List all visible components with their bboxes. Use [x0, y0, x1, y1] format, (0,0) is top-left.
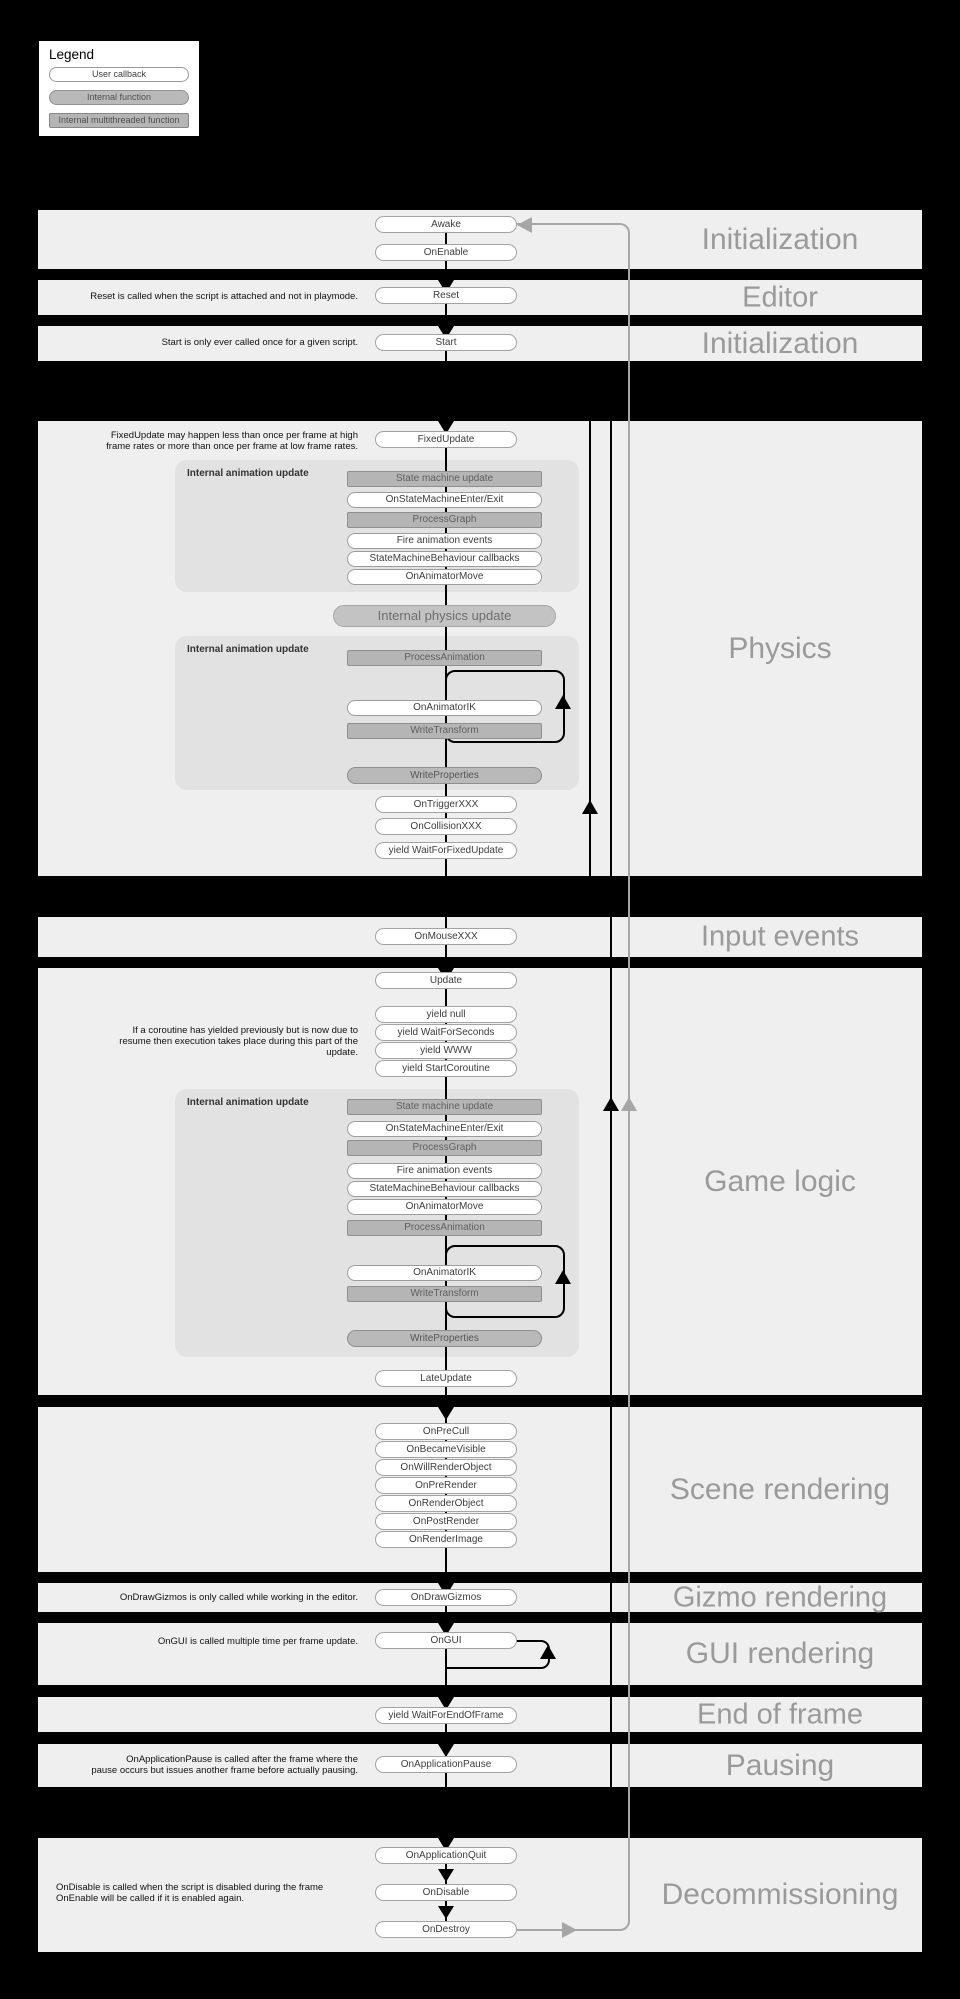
node-on-application-pause: OnApplicationPause — [375, 1756, 517, 1773]
fixedupdate-loop-line — [589, 421, 591, 876]
legend-title: Legend — [49, 47, 95, 62]
node-on-animator-ik: OnAnimatorIK — [347, 1265, 542, 1281]
frame-loop-up-arrow-icon — [603, 1097, 619, 1111]
node-on-state-machine-enter-exit: OnStateMachineEnter/Exit — [347, 1121, 542, 1137]
section-title: Pausing — [725, 1748, 835, 1782]
arrow-out-of-destroy-icon — [562, 1922, 577, 1938]
section-title: Editor — [742, 281, 818, 313]
section-title: Physics — [728, 631, 832, 665]
animator-ik-loop-gamelogic — [445, 1245, 565, 1318]
node-process-animation: ProcessAnimation — [347, 650, 542, 666]
node-state-machine-behaviour-callbacks: StateMachineBehaviour callbacks — [347, 551, 542, 567]
ongui-loop-up-arrow-icon — [540, 1645, 556, 1659]
reset-note: Reset is called when the script is attac… — [90, 291, 358, 302]
node-on-pre-render: OnPreRender — [375, 1477, 517, 1494]
section-title: GUI rendering — [685, 1637, 875, 1670]
node-on-animator-move: OnAnimatorMove — [347, 1199, 542, 1215]
node-yield-start-coroutine: yield StartCoroutine — [375, 1060, 517, 1077]
legend-internal-function: Internal function — [49, 90, 189, 105]
section-title: Input events — [701, 920, 859, 953]
section-title: Initialization — [701, 326, 859, 360]
node-on-post-render: OnPostRender — [375, 1513, 517, 1530]
node-on-trigger-xxx: OnTriggerXXX — [375, 796, 517, 813]
node-write-properties: WriteProperties — [347, 1330, 542, 1347]
node-on-destroy: OnDestroy — [375, 1921, 517, 1938]
down-arrow-icon — [438, 1697, 454, 1710]
start-note: Start is only ever called once for a giv… — [161, 337, 358, 348]
node-on-state-machine-enter-exit: OnStateMachineEnter/Exit — [347, 492, 542, 508]
section-title: Initialization — [701, 222, 859, 256]
node-state-machine-update: State machine update — [347, 1099, 542, 1115]
physics-loop-up-arrow-icon — [582, 800, 598, 814]
node-on-application-quit: OnApplicationQuit — [375, 1847, 517, 1864]
node-internal-physics-update: Internal physics update — [333, 605, 556, 627]
node-on-mouse-xxx: OnMouseXXX — [375, 928, 517, 945]
section-title: Gizmo rendering — [672, 1581, 888, 1613]
ik-loop-up-arrow-icon — [555, 1270, 571, 1284]
gizmos-note: OnDrawGizmos is only called while workin… — [119, 1592, 358, 1603]
fixed-update-note: FixedUpdate may happen less than once pe… — [106, 430, 358, 452]
section-title: Decommissioning — [661, 1878, 899, 1911]
group-label: Internal animation update — [187, 644, 309, 655]
node-yield-wait-for-end-of-frame: yield WaitForEndOfFrame — [375, 1707, 517, 1724]
flow-line — [445, 1623, 447, 1685]
node-on-became-visible: OnBecameVisible — [375, 1441, 517, 1458]
node-on-disable: OnDisable — [375, 1884, 517, 1901]
node-on-animator-move: OnAnimatorMove — [347, 569, 542, 585]
down-arrow-icon — [438, 1407, 454, 1420]
node-process-graph: ProcessGraph — [347, 1140, 542, 1156]
node-write-transform: WriteTransform — [347, 1286, 542, 1302]
section-editor: Editor — [38, 280, 922, 315]
legend-internal-multithreaded-function: Internal multithreaded function — [49, 113, 189, 128]
flow-line — [445, 421, 447, 876]
section-title: Scene rendering — [669, 1472, 891, 1506]
node-on-will-render-object: OnWillRenderObject — [375, 1459, 517, 1476]
node-fire-animation-events: Fire animation events — [347, 1163, 542, 1179]
legend-box: Legend User callback Internal function I… — [38, 40, 200, 137]
node-reset: Reset — [375, 287, 517, 304]
gui-note: OnGUI is called multiple time per frame … — [157, 1636, 358, 1647]
node-on-collision-xxx: OnCollisionXXX — [375, 818, 517, 835]
node-write-transform: WriteTransform — [347, 723, 542, 739]
node-awake: Awake — [375, 216, 517, 233]
node-yield-wait-for-seconds: yield WaitForSeconds — [375, 1024, 517, 1041]
node-on-animator-ik: OnAnimatorIK — [347, 700, 542, 716]
down-arrow-icon — [438, 1744, 454, 1757]
node-fixed-update: FixedUpdate — [375, 431, 517, 448]
node-on-render-image: OnRenderImage — [375, 1531, 517, 1548]
section-title: End of frame — [696, 1698, 864, 1730]
node-on-enable: OnEnable — [375, 244, 517, 261]
down-arrow-icon — [438, 1906, 454, 1919]
down-arrow-icon — [438, 1869, 454, 1882]
node-yield-www: yield WWW — [375, 1042, 517, 1059]
legend-user-callback: User callback — [49, 67, 189, 82]
coroutine-note: If a coroutine has yielded previously bu… — [119, 1025, 358, 1058]
node-write-properties: WriteProperties — [347, 767, 542, 784]
node-fire-animation-events: Fire animation events — [347, 533, 542, 549]
node-state-machine-behaviour-callbacks: StateMachineBehaviour callbacks — [347, 1181, 542, 1197]
down-arrow-icon — [438, 421, 454, 434]
disable-note: OnDisable is called when the script is d… — [56, 1882, 324, 1904]
arrow-into-awake-icon — [517, 217, 532, 233]
node-late-update: LateUpdate — [375, 1370, 517, 1387]
node-on-render-object: OnRenderObject — [375, 1495, 517, 1512]
node-start: Start — [375, 334, 517, 351]
node-process-graph: ProcessGraph — [347, 512, 542, 528]
group-label: Internal animation update — [187, 1097, 309, 1108]
group-label: Internal animation update — [187, 468, 309, 479]
pause-note: OnApplicationPause is called after the f… — [91, 1754, 358, 1776]
ik-loop-up-arrow-icon — [555, 695, 571, 709]
node-on-pre-cull: OnPreCull — [375, 1423, 517, 1440]
node-yield-null: yield null — [375, 1006, 517, 1023]
node-on-draw-gizmos: OnDrawGizmos — [375, 1589, 517, 1606]
gray-up-arrow-icon — [621, 1097, 637, 1111]
node-update: Update — [375, 972, 517, 989]
node-state-machine-update: State machine update — [347, 471, 542, 487]
node-process-animation: ProcessAnimation — [347, 1220, 542, 1236]
node-on-gui: OnGUI — [375, 1632, 517, 1649]
node-yield-wait-for-fixed-update: yield WaitForFixedUpdate — [375, 842, 517, 859]
section-title: Game logic — [704, 1164, 856, 1198]
